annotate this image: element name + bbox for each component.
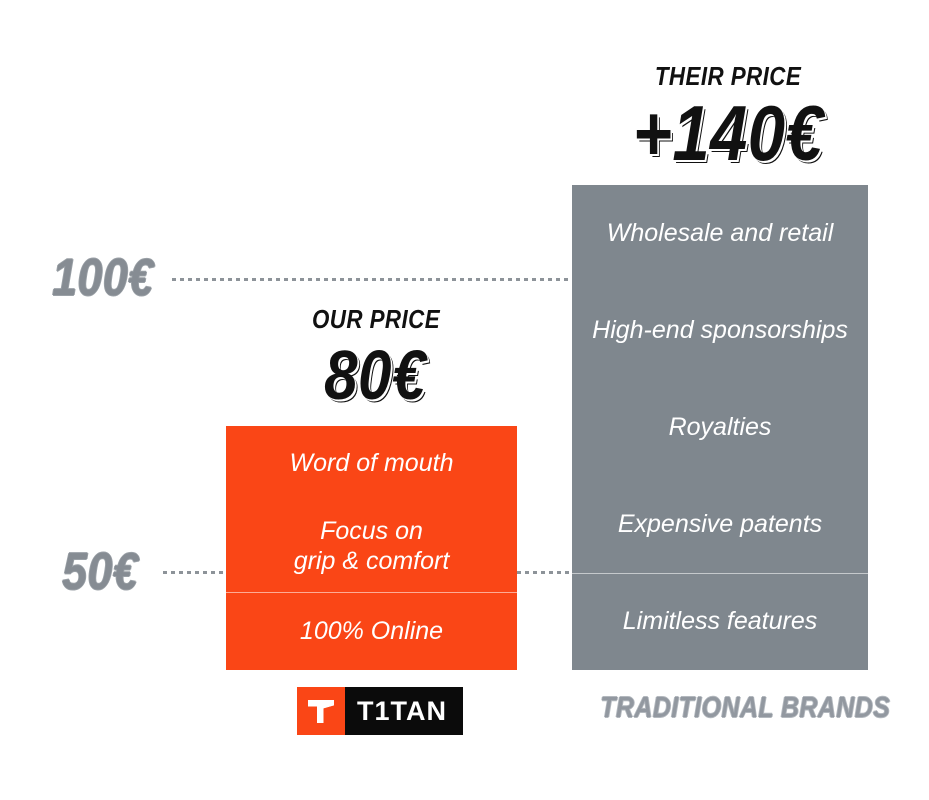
- competitor-feature-patents: Expensive patents: [617, 510, 823, 539]
- competitor-feature-royalties: Royalties: [668, 413, 772, 442]
- axis-label-50: 50€: [62, 543, 139, 601]
- titan-feature-grip-comfort: Focus on grip & comfort: [293, 516, 450, 576]
- their-price-amount: +140€: [632, 89, 824, 177]
- competitor-column-divider: [572, 573, 868, 574]
- titan-logo: T1TAN: [297, 687, 463, 735]
- leader-line-100: [172, 278, 572, 281]
- titan-feature-online: 100% Online: [299, 616, 444, 645]
- our-price-kicker: OUR PRICE: [311, 304, 441, 334]
- competitor-feature-sponsorships: High-end sponsorships: [592, 316, 848, 345]
- our-price-amount: 80€: [324, 336, 426, 414]
- traditional-brands-caption: TRADITIONAL BRANDS: [600, 692, 891, 724]
- competitor-price-column: Wholesale and retail High-end sponsorshi…: [572, 185, 868, 670]
- titan-price-column: Word of mouth Focus on grip & comfort 10…: [226, 426, 517, 670]
- competitor-feature-wholesale: Wholesale and retail: [606, 219, 834, 248]
- their-price-kicker: THEIR PRICE: [654, 61, 802, 91]
- leader-line-50-right: [517, 571, 573, 574]
- competitor-feature-limitless: Limitless features: [622, 607, 818, 636]
- titan-logo-mark-icon: [297, 687, 345, 735]
- axis-label-100: 100€: [52, 249, 154, 307]
- titan-column-divider: [226, 592, 517, 593]
- leader-line-50-left: [163, 571, 227, 574]
- titan-wordmark: T1TAN: [345, 687, 463, 735]
- titan-feature-word-of-mouth: Word of mouth: [289, 448, 454, 477]
